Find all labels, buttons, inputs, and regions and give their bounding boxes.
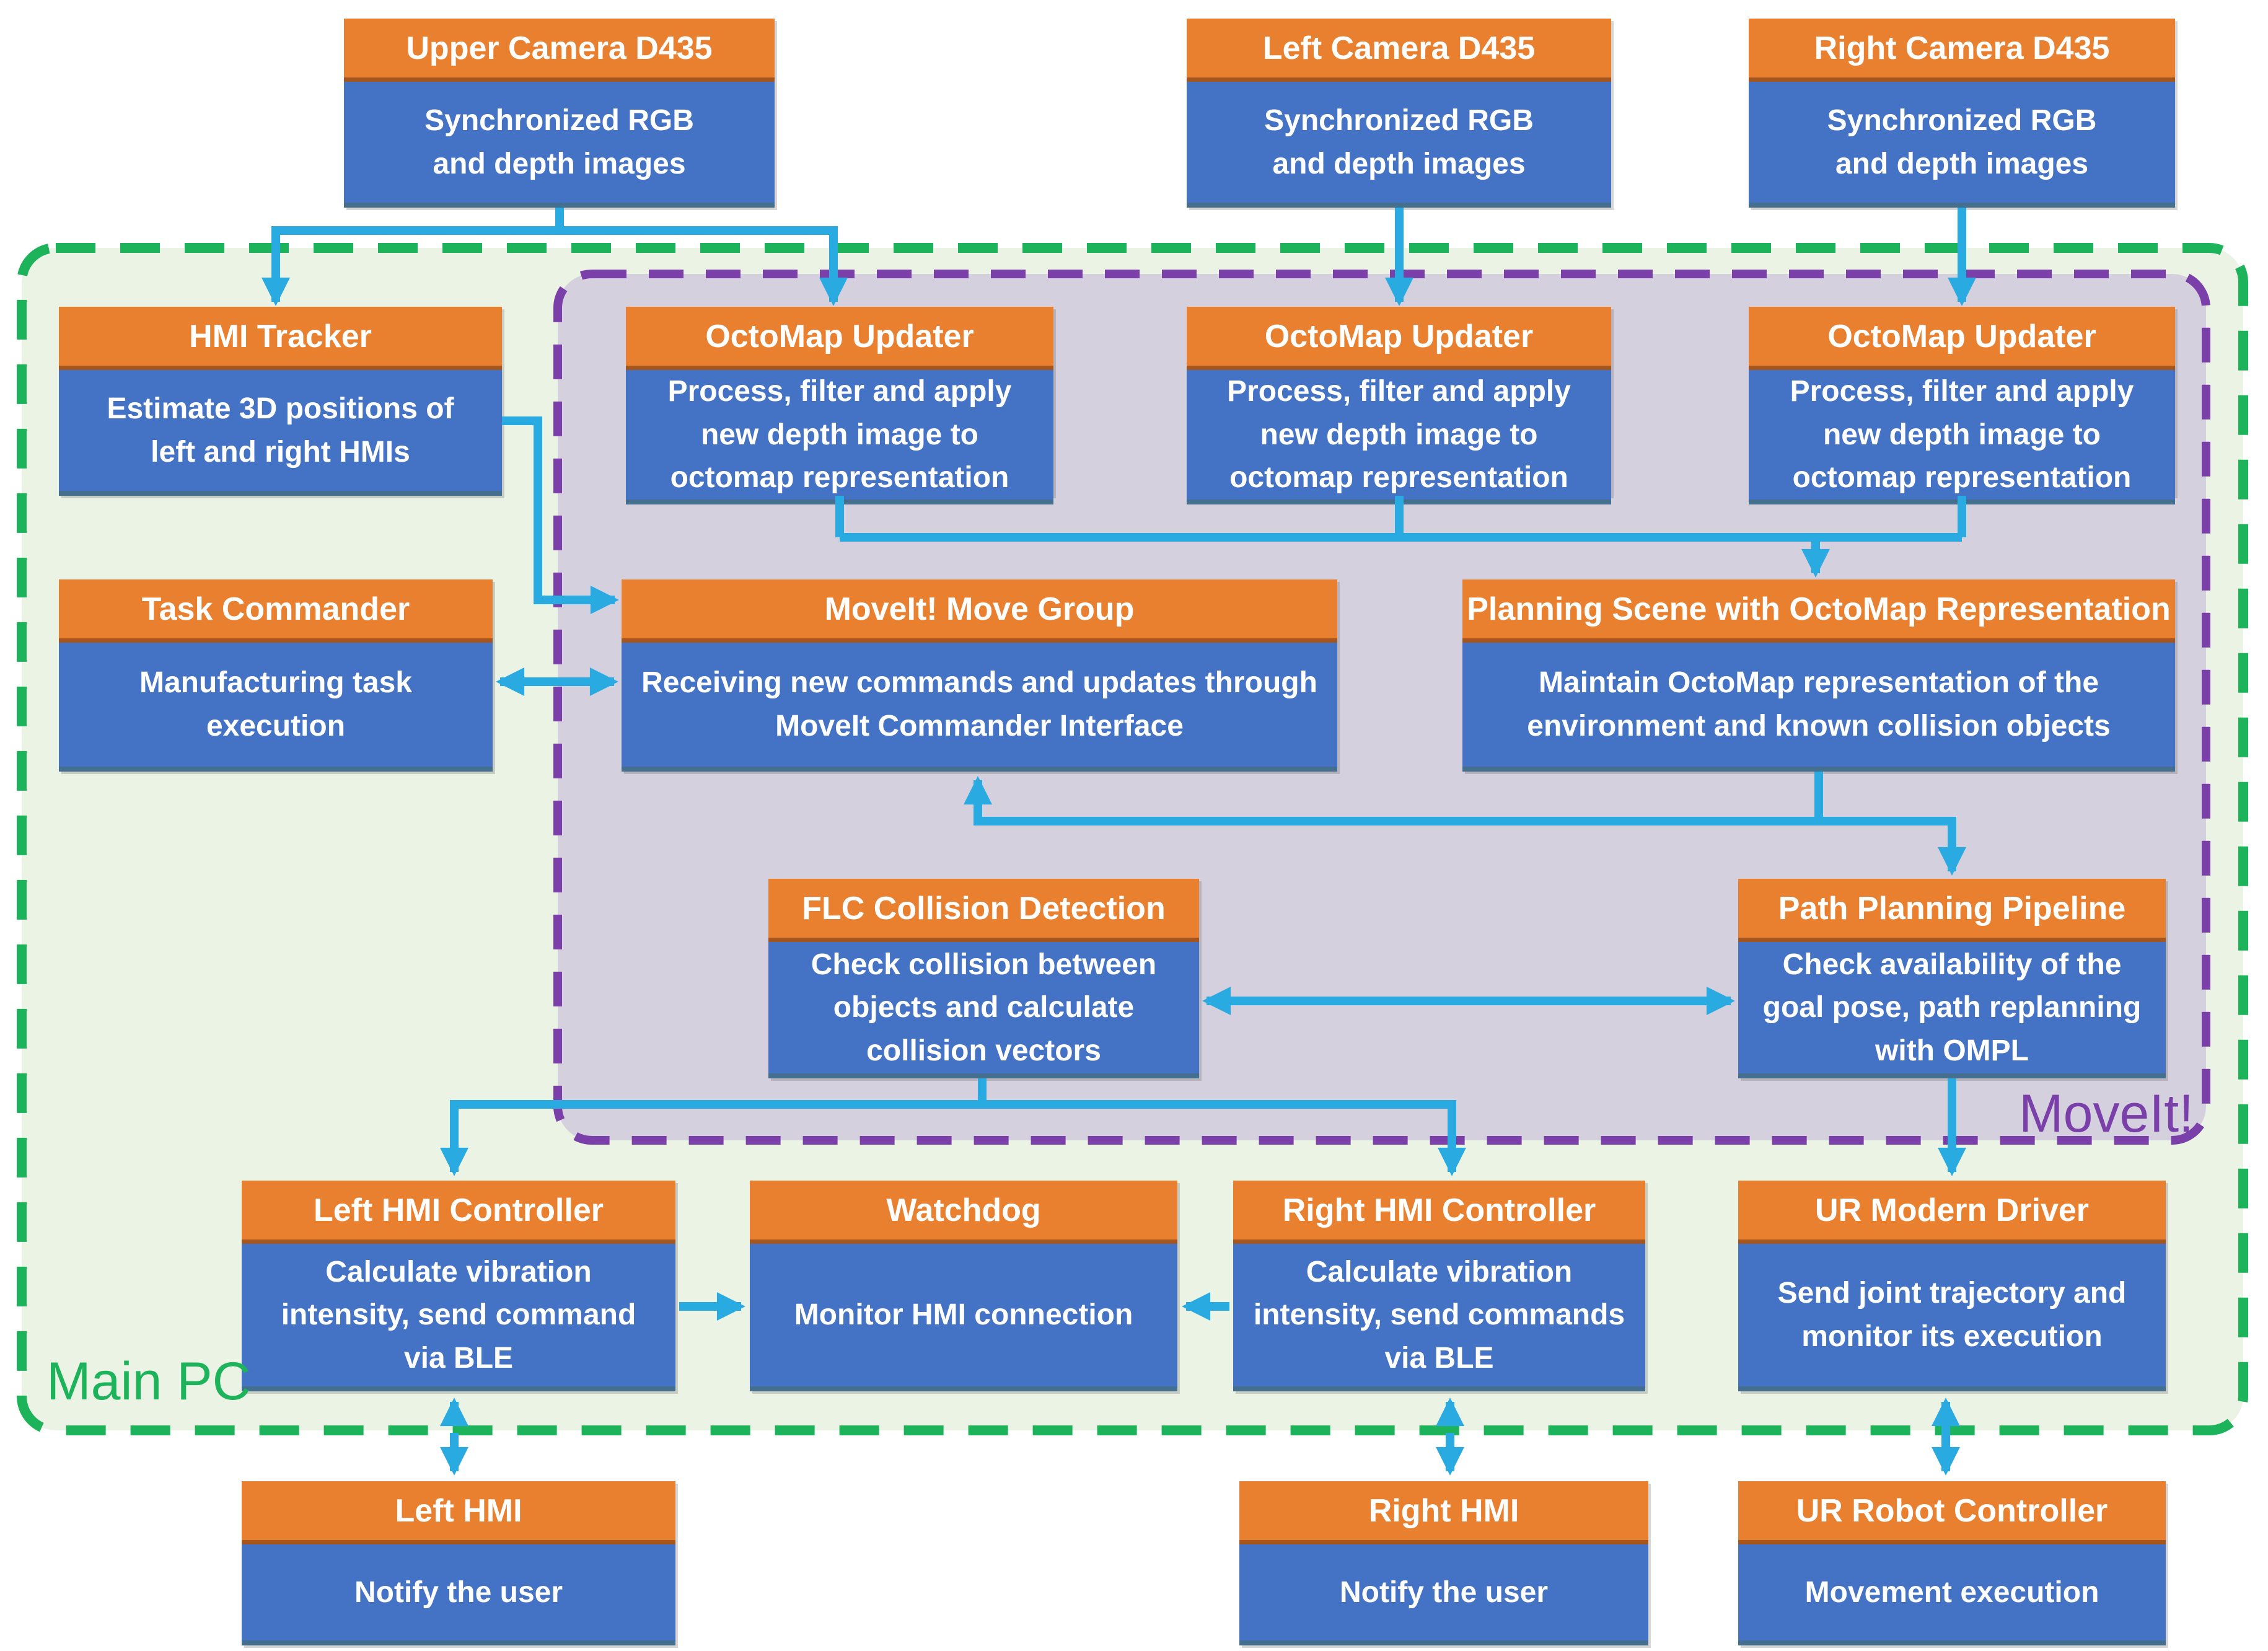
node-right-hmi: Right HMI Notify the user [1239, 1481, 1648, 1645]
node-title: Watchdog [750, 1181, 1177, 1244]
node-right-camera: Right Camera D435 Synchronized RGB and d… [1749, 19, 2175, 208]
moveit-label: MoveIt! [2019, 1084, 2194, 1143]
node-upper-camera: Upper Camera D435 Synchronized RGB and d… [344, 19, 775, 208]
node-task-commander: Task Commander Manufacturing task execut… [59, 579, 493, 772]
node-body: Movement execution [1738, 1544, 2166, 1645]
node-title: MoveIt! Move Group [622, 579, 1337, 643]
node-body: Synchronized RGB and depth images [344, 82, 775, 208]
node-flc-collision-detection: FLC Collision Detection Check collision … [768, 879, 1199, 1078]
node-octomap-updater-3: OctoMap Updater Process, filter and appl… [1749, 307, 2175, 504]
node-body: Process, filter and apply new depth imag… [626, 370, 1053, 504]
node-body: Monitor HMI connection [750, 1244, 1177, 1391]
node-body: Estimate 3D positions of left and right … [59, 370, 502, 496]
node-title: OctoMap Updater [1187, 307, 1611, 370]
node-title: Path Planning Pipeline [1738, 879, 2166, 942]
node-right-hmi-controller: Right HMI Controller Calculate vibration… [1233, 1181, 1645, 1391]
node-title: UR Robot Controller [1738, 1481, 2166, 1544]
node-planning-scene: Planning Scene with OctoMap Representati… [1462, 579, 2175, 772]
node-left-camera: Left Camera D435 Synchronized RGB and de… [1187, 19, 1611, 208]
node-title: Right HMI [1239, 1481, 1648, 1544]
node-title: Planning Scene with OctoMap Representati… [1462, 579, 2175, 643]
node-path-planning-pipeline: Path Planning Pipeline Check availabilit… [1738, 879, 2166, 1078]
node-title: Upper Camera D435 [344, 19, 775, 82]
node-body: Synchronized RGB and depth images [1187, 82, 1611, 208]
node-title: Left HMI Controller [242, 1181, 675, 1244]
node-watchdog: Watchdog Monitor HMI connection [750, 1181, 1177, 1391]
node-body: Notify the user [1239, 1544, 1648, 1645]
node-hmi-tracker: HMI Tracker Estimate 3D positions of lef… [59, 307, 502, 496]
node-title: OctoMap Updater [1749, 307, 2175, 370]
node-title: HMI Tracker [59, 307, 502, 370]
node-title: Right HMI Controller [1233, 1181, 1645, 1244]
node-body: Calculate vibration intensity, send comm… [242, 1244, 675, 1391]
node-body: Synchronized RGB and depth images [1749, 82, 2175, 208]
node-ur-robot-controller: UR Robot Controller Movement execution [1738, 1481, 2166, 1645]
node-body: Send joint trajectory and monitor its ex… [1738, 1244, 2166, 1391]
node-body: Maintain OctoMap representation of the e… [1462, 643, 2175, 772]
node-title: OctoMap Updater [626, 307, 1053, 370]
node-body: Calculate vibration intensity, send comm… [1233, 1244, 1645, 1391]
node-body: Notify the user [242, 1544, 675, 1645]
main-pc-label: Main PC [46, 1352, 251, 1411]
node-title: Task Commander [59, 579, 493, 643]
node-body: Check collision between objects and calc… [768, 942, 1199, 1078]
node-moveit-move-group: MoveIt! Move Group Receiving new command… [622, 579, 1337, 772]
node-octomap-updater-1: OctoMap Updater Process, filter and appl… [626, 307, 1053, 504]
node-body: Manufacturing task execution [59, 643, 493, 772]
node-title: Right Camera D435 [1749, 19, 2175, 82]
node-title: Left Camera D435 [1187, 19, 1611, 82]
node-body: Check availability of the goal pose, pat… [1738, 942, 2166, 1078]
node-octomap-updater-2: OctoMap Updater Process, filter and appl… [1187, 307, 1611, 504]
node-title: UR Modern Driver [1738, 1181, 2166, 1244]
node-ur-modern-driver: UR Modern Driver Send joint trajectory a… [1738, 1181, 2166, 1391]
node-title: Left HMI [242, 1481, 675, 1544]
node-left-hmi-controller: Left HMI Controller Calculate vibration … [242, 1181, 675, 1391]
node-body: Process, filter and apply new depth imag… [1187, 370, 1611, 504]
node-left-hmi: Left HMI Notify the user [242, 1481, 675, 1645]
node-body: Receiving new commands and updates throu… [622, 643, 1337, 772]
node-body: Process, filter and apply new depth imag… [1749, 370, 2175, 504]
node-title: FLC Collision Detection [768, 879, 1199, 942]
